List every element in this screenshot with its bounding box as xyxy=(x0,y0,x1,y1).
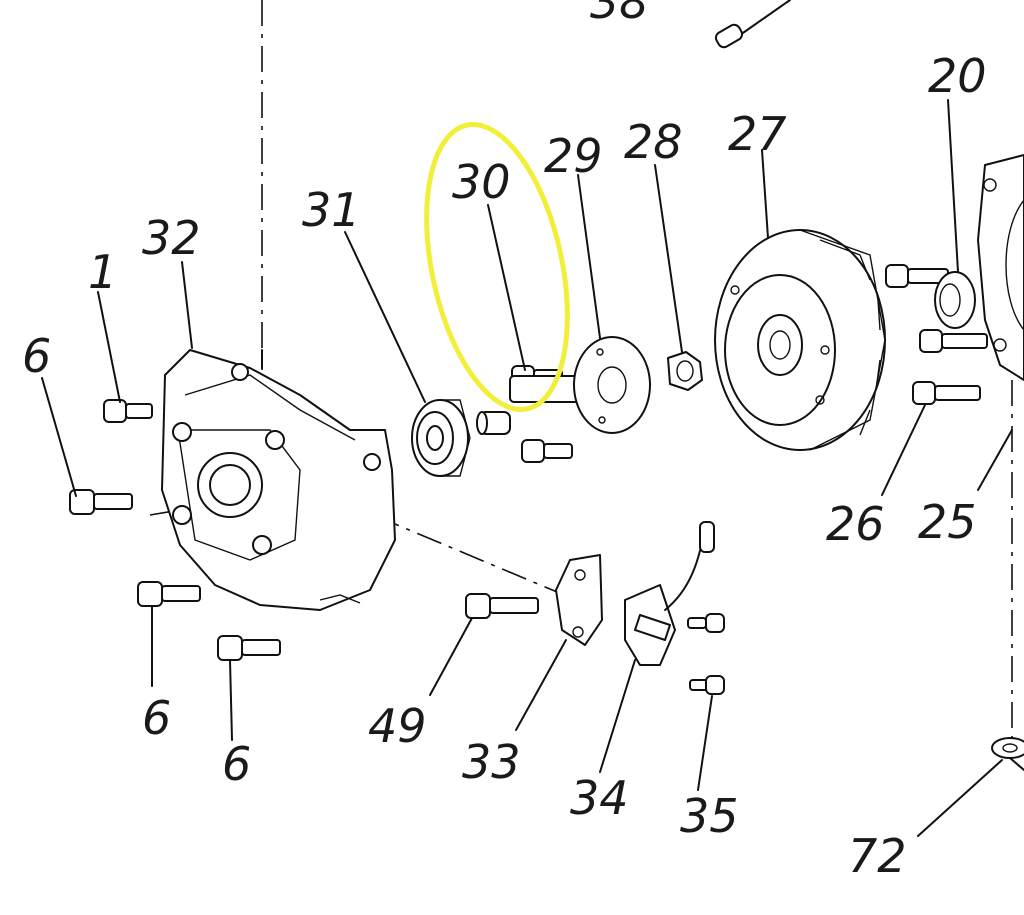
label-49: 49 xyxy=(368,699,427,753)
label-20: 20 xyxy=(928,49,987,103)
label-6-top: 6 xyxy=(22,329,51,383)
label-72: 72 xyxy=(848,829,907,883)
label-29: 29 xyxy=(544,129,603,183)
label-32: 32 xyxy=(142,211,201,265)
bolts-26 xyxy=(885,264,988,405)
label-1: 1 xyxy=(88,245,117,299)
valve-body xyxy=(624,521,715,666)
washer-72 xyxy=(991,737,1024,771)
bolt-49 xyxy=(465,593,539,619)
label-34: 34 xyxy=(570,771,629,825)
shaft-spacer xyxy=(476,411,511,435)
label-33: 33 xyxy=(462,735,521,789)
label-26: 26 xyxy=(826,497,885,551)
label-35: 35 xyxy=(680,789,739,843)
label-6-low: 6 xyxy=(222,737,251,791)
label-30: 30 xyxy=(452,155,511,209)
part-labels: 1 6 6 6 20 25 26 27 28 29 30 31 32 33 34… xyxy=(22,0,987,883)
seal xyxy=(934,271,976,329)
crankcase-housing xyxy=(977,154,1024,381)
leader-lines xyxy=(41,99,1013,837)
shaft-flange xyxy=(509,336,651,434)
label-27: 27 xyxy=(728,107,787,161)
crankcase-axis-line xyxy=(149,499,241,516)
cable-end xyxy=(714,0,791,49)
label-28: 28 xyxy=(624,115,683,169)
gasket-plate xyxy=(555,554,603,646)
bearing xyxy=(411,399,471,477)
screw-small xyxy=(521,439,573,463)
nut xyxy=(667,351,703,391)
highlight-ellipse xyxy=(424,122,570,412)
label-38: 38 xyxy=(590,0,649,29)
flywheel xyxy=(714,229,886,451)
crankcase-cover xyxy=(161,349,396,611)
screws-35 xyxy=(687,613,725,695)
label-25: 25 xyxy=(918,495,977,549)
label-31: 31 xyxy=(302,183,361,237)
label-6-mid: 6 xyxy=(142,691,171,745)
